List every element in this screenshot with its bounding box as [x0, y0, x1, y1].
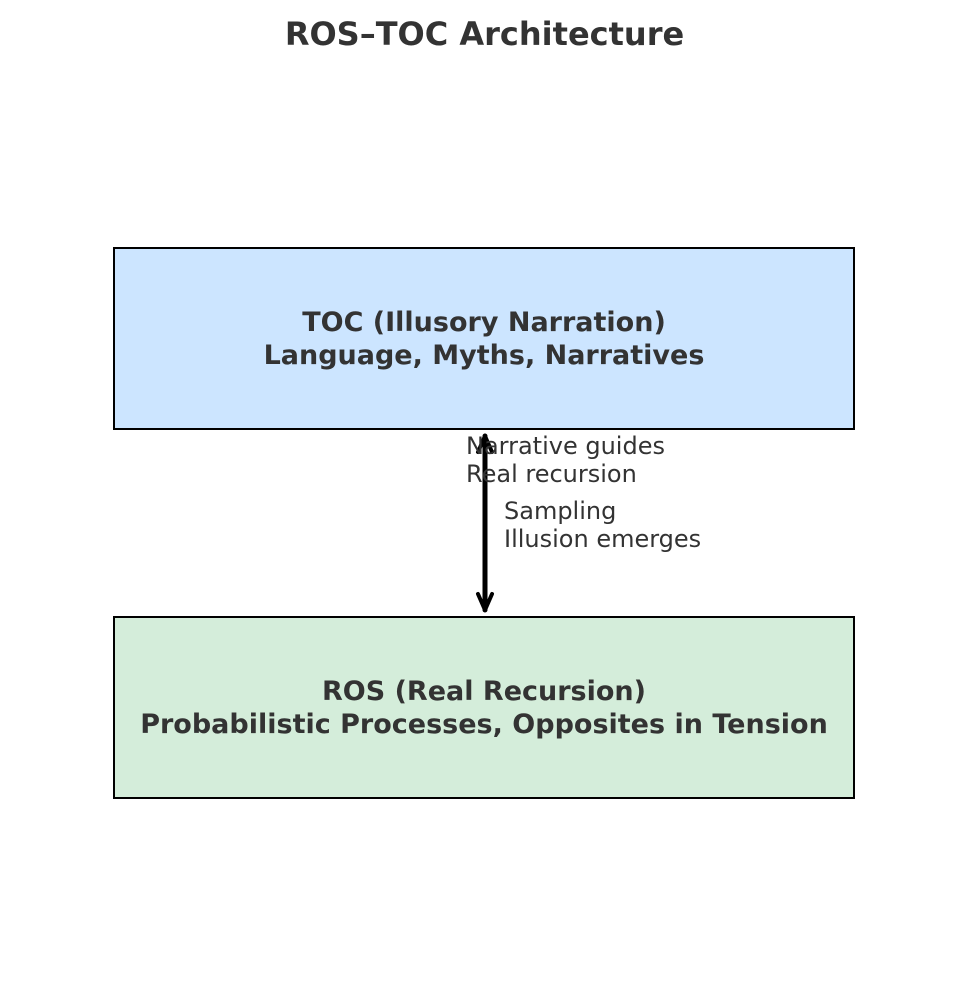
arrow-down-label-line2: Illusion emerges [504, 525, 702, 553]
toc-box: TOC (Illusory Narration) Language, Myths… [113, 247, 855, 430]
arrow-down-label-line1: Sampling [504, 497, 617, 525]
ros-box-title: ROS (Real Recursion) [322, 675, 646, 707]
toc-box-title: TOC (Illusory Narration) [302, 306, 666, 338]
diagram-title: ROS–TOC Architecture [284, 15, 685, 53]
arrow-up-label-line1: Narrative guides [466, 432, 665, 460]
toc-box-subtitle: Language, Myths, Narratives [263, 339, 705, 371]
ros-box-subtitle: Probabilistic Processes, Opposites in Te… [140, 708, 828, 740]
ros-box: ROS (Real Recursion) Probabilistic Proce… [113, 616, 855, 799]
arrow-up-label-line2: Real recursion [466, 460, 637, 488]
arrow-up-label: Narrative guides Real recursion [466, 432, 665, 488]
arrow-down-label: Sampling Illusion emerges [504, 497, 701, 553]
